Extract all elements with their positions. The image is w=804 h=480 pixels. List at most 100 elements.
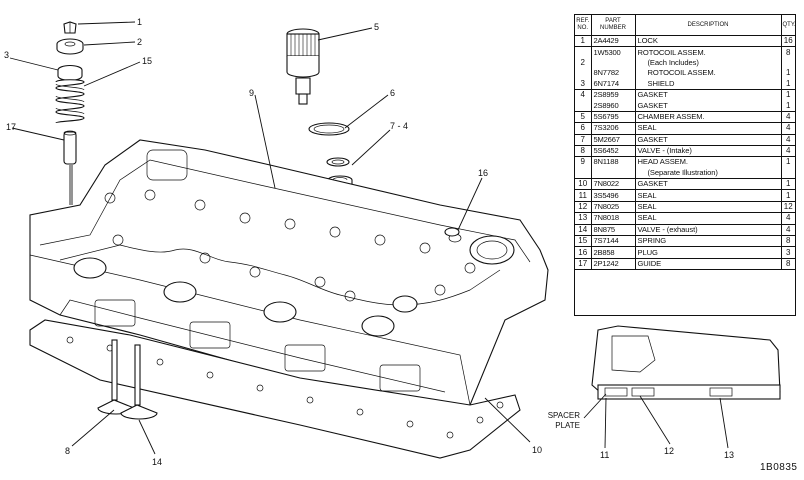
part-number-cell: 2A4429	[591, 35, 636, 48]
cylinder-head-part	[29, 139, 549, 413]
spacer-plate-label-line-2: PLATE	[555, 421, 580, 430]
qty-cell: 1	[781, 178, 795, 191]
qty-cell: 1	[786, 157, 791, 167]
ref-cell: 15	[575, 235, 592, 248]
part-number-cell: 3S5496	[591, 189, 636, 202]
ref-cell: 2	[575, 57, 592, 69]
part-number-cell: 8N875	[591, 224, 636, 237]
description-cell: SEAL	[635, 189, 782, 202]
description-cell: SEAL	[635, 212, 782, 225]
part-number-cell: 2B858	[591, 246, 636, 259]
ref-cell: 12	[575, 201, 592, 214]
qty-cell: 1	[781, 78, 795, 90]
shield-part	[57, 64, 83, 82]
description-cell: GUIDE	[635, 258, 782, 271]
spacer-plate-label-line-1: SPACER	[547, 411, 580, 420]
ref-cell: 6	[575, 122, 592, 135]
qty-cell: 1	[781, 100, 795, 112]
description-cell: ROTOCOIL ASSEM.	[635, 68, 782, 79]
part-number-cell: 1W5300	[591, 46, 636, 58]
ref-cell	[575, 46, 592, 58]
description-cell: PLUG	[635, 246, 782, 259]
ref-cell: 1	[575, 35, 592, 48]
part-number-cell	[591, 57, 636, 69]
head-gasket-part	[29, 319, 521, 459]
ref-cell: 16	[575, 246, 592, 259]
qty-cell: 12	[781, 201, 795, 214]
spacer-plate-inset	[591, 325, 781, 400]
callout-13: 13	[724, 450, 734, 460]
qty-cell: 4	[781, 212, 795, 225]
valve-guide-part	[63, 130, 77, 165]
callout-7: 7 - 4	[390, 121, 408, 131]
description-cell: VALVE - (Intake)	[635, 145, 782, 158]
ref-cell: 3	[575, 78, 592, 90]
qty-cell: 16	[781, 35, 795, 48]
description-cell: SHIELD	[635, 78, 782, 90]
exhaust-valve-part	[120, 344, 158, 420]
description-cell: HEAD ASSEM.	[635, 156, 782, 168]
part-number-cell: 5S6795	[591, 111, 636, 124]
ref-cell	[575, 167, 592, 180]
part-number-cell: 2S8960	[591, 100, 636, 112]
callout-8: 8	[65, 446, 70, 456]
spacer-plate-label: SPACER PLATE	[546, 411, 580, 431]
qty-cell: 4	[781, 224, 795, 237]
plug-part	[444, 227, 460, 237]
part-number-cell: 8N7782	[591, 68, 636, 79]
qty-cell: 3	[781, 246, 795, 259]
qty-cell: 8	[781, 258, 795, 271]
rotocoil-assembly-part	[56, 38, 84, 55]
part-number-cell: 7N8018	[591, 212, 636, 225]
description-cell: CHAMBER ASSEM.	[635, 111, 782, 124]
description-cell: (Separate Illustration)	[635, 167, 782, 180]
ref-cell	[575, 68, 592, 79]
part-number-cell	[591, 167, 636, 180]
ref-cell: 7	[575, 134, 592, 146]
ref-cell: 5	[575, 111, 592, 124]
description-cell: GASKET	[635, 134, 782, 146]
callout-17: 17	[6, 122, 16, 132]
header-ref-no: REF. NO.	[575, 15, 592, 36]
description-cell: VALVE - (exhaust)	[635, 224, 782, 237]
precombustion-chamber-part	[286, 28, 320, 105]
description-cell: SPRING	[635, 235, 782, 248]
qty-cell: 1	[786, 68, 791, 78]
valve-lock-part	[63, 21, 77, 34]
ref-cell: 4	[575, 89, 592, 101]
ref-cell: 14	[575, 224, 592, 237]
qty-cell: 4	[781, 122, 795, 135]
part-number-cell: 6N7174	[591, 78, 636, 90]
callout-5: 5	[374, 22, 379, 32]
qty-cell: 1	[786, 90, 791, 100]
part-number-cell: 5S6452	[591, 145, 636, 158]
qty-cell: 4	[781, 111, 795, 124]
qty-cell: 4	[781, 134, 795, 146]
description-cell: SEAL	[635, 122, 782, 135]
ref-cell: 17	[575, 258, 592, 271]
callout-6: 6	[390, 88, 395, 98]
description-cell: (Each Includes)	[635, 57, 782, 69]
part-number-cell: 7S7144	[591, 235, 636, 248]
ref-cell: 13	[575, 212, 592, 225]
callout-2: 2	[137, 37, 142, 47]
description-cell: LOCK	[635, 35, 782, 48]
callout-9: 9	[249, 88, 254, 98]
callout-11: 11	[600, 450, 609, 460]
